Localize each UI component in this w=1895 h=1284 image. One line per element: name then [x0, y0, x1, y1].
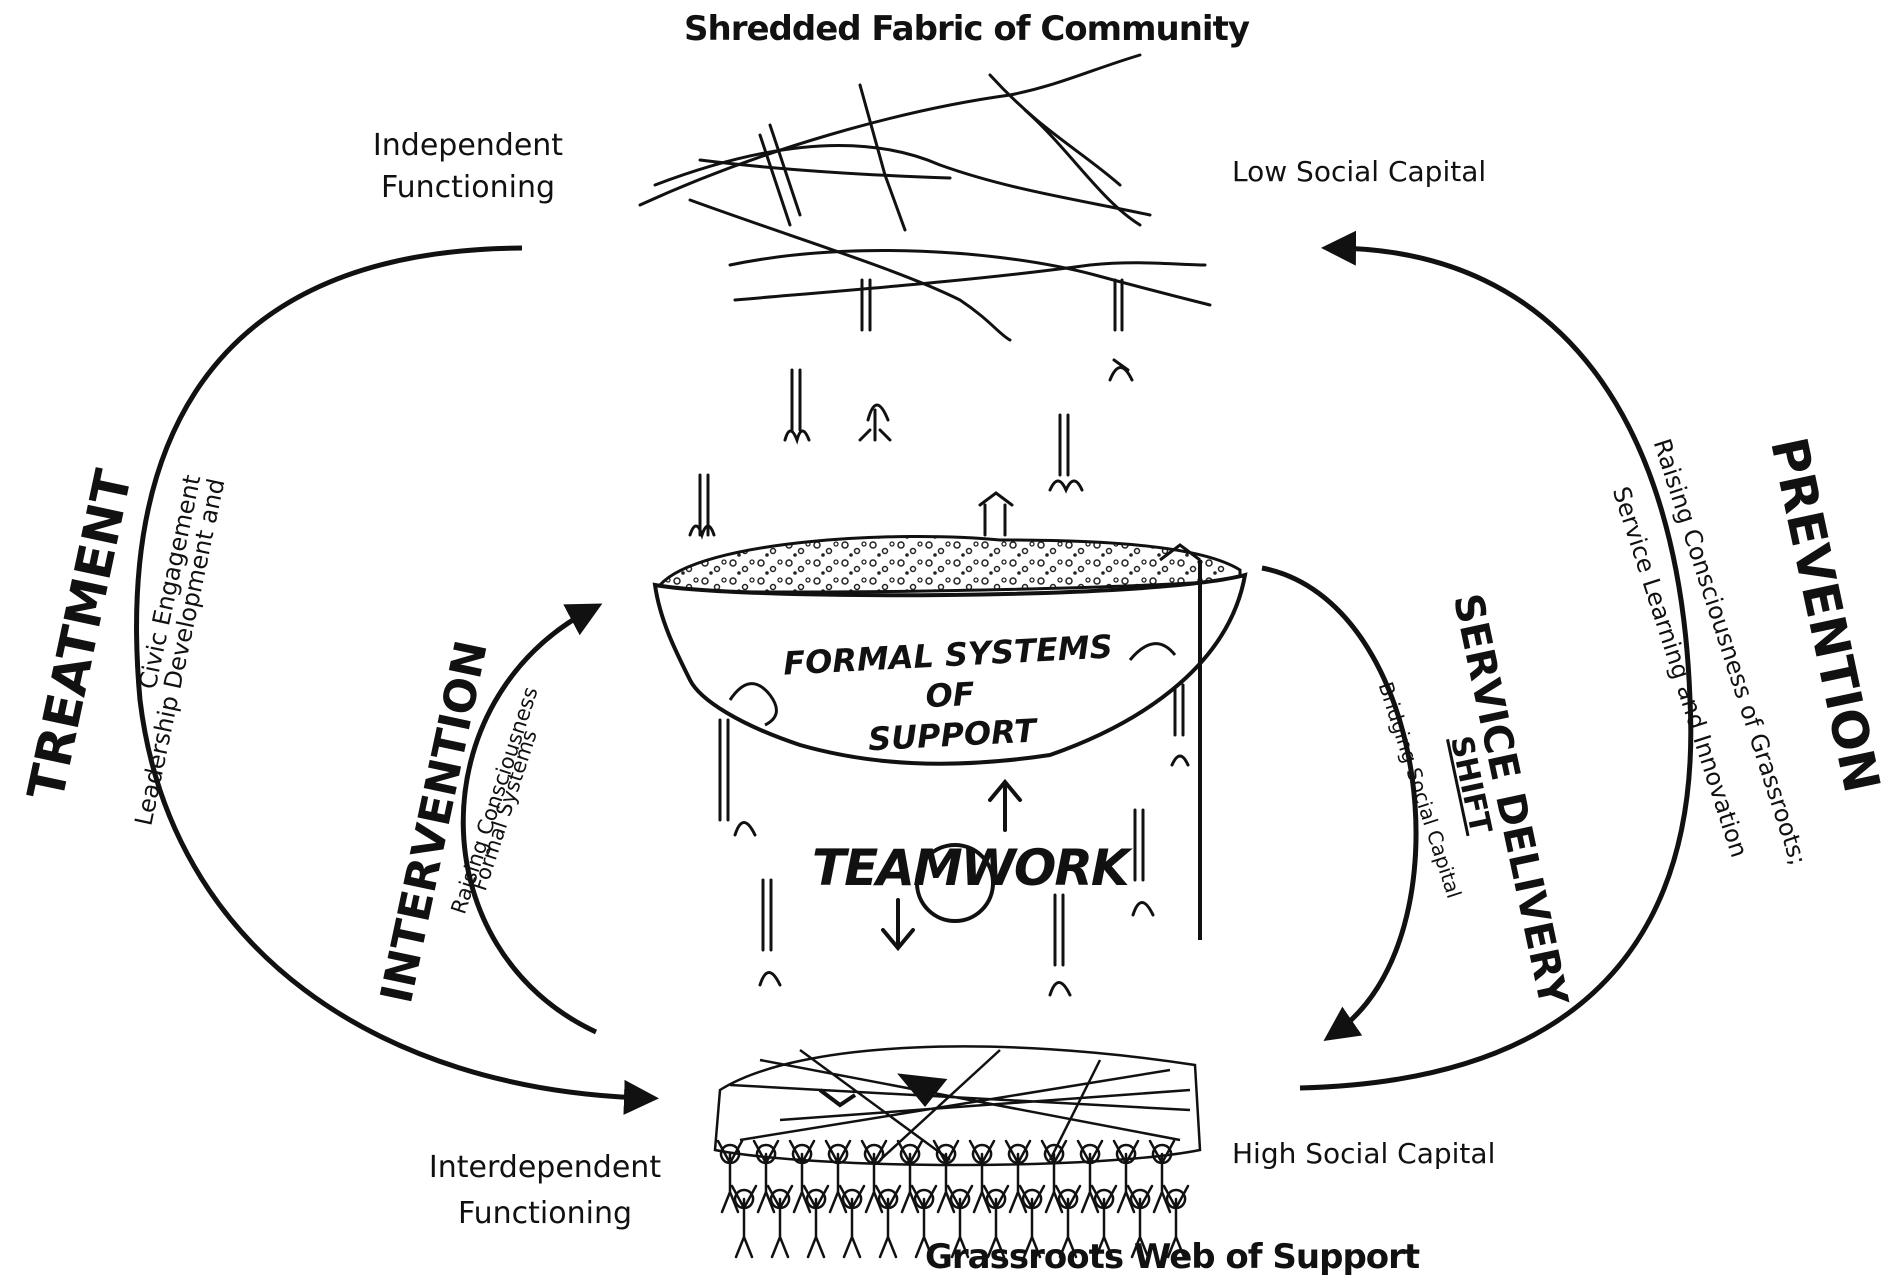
grassroots-person — [788, 1139, 816, 1214]
shredded-fabric — [638, 53, 1212, 342]
independent-line2: Functioning — [381, 170, 555, 205]
interdependent-line2: Functioning — [458, 1196, 632, 1231]
grassroots-person — [1004, 1139, 1032, 1214]
grassroots-person — [860, 1139, 888, 1214]
top-title: Shredded Fabric of Community — [684, 9, 1250, 49]
grassroots-person — [1112, 1139, 1140, 1214]
grassroots-web — [713, 1045, 1202, 1167]
grassroots-person — [1076, 1139, 1104, 1214]
grassroots-person — [1090, 1184, 1118, 1259]
independent-line1: Independent — [372, 128, 564, 163]
grassroots-people — [716, 1139, 1190, 1259]
interdependent-functioning-label: Interdependent Functioning — [400, 1145, 690, 1237]
teamwork-arrows — [881, 778, 1022, 952]
grassroots-person — [932, 1139, 960, 1214]
grassroots-person — [968, 1139, 996, 1214]
grassroots-person — [838, 1184, 866, 1259]
grassroots-person — [946, 1184, 974, 1259]
prevention-arc — [1299, 230, 1694, 1091]
grassroots-person — [1018, 1184, 1046, 1259]
teamwork-label: TEAMWORK — [812, 839, 1130, 897]
grassroots-person — [1126, 1184, 1154, 1259]
grassroots-person — [1054, 1184, 1082, 1259]
grassroots-person — [896, 1139, 924, 1214]
grassroots-person — [874, 1184, 902, 1259]
grassroots-person — [982, 1184, 1010, 1259]
grassroots-person — [752, 1139, 780, 1214]
falling-figures — [688, 278, 1190, 997]
grassroots-person — [766, 1184, 794, 1259]
intervention-arc — [460, 603, 603, 1035]
treatment-arc — [134, 245, 659, 1115]
bottom-title: Grassroots Web of Support — [925, 1237, 1420, 1277]
independent-functioning-label: Independent Functioning — [348, 125, 588, 209]
formal-systems-bowl — [652, 534, 1248, 940]
high-social-capital-label: High Social Capital — [1232, 1137, 1496, 1170]
grassroots-person — [824, 1139, 852, 1214]
interdependent-line1: Interdependent — [428, 1150, 662, 1185]
grassroots-person — [716, 1139, 744, 1214]
grassroots-person — [802, 1184, 830, 1259]
grassroots-person — [1040, 1139, 1068, 1214]
grassroots-person — [910, 1184, 938, 1259]
grassroots-person — [1148, 1139, 1176, 1214]
grassroots-person — [730, 1184, 758, 1259]
low-social-capital-label: Low Social Capital — [1232, 155, 1487, 188]
formal-systems-label: FORMAL SYSTEMS OF SUPPORT — [777, 626, 1123, 764]
grassroots-person — [1162, 1184, 1190, 1259]
service-delivery-arc — [1261, 565, 1419, 1041]
